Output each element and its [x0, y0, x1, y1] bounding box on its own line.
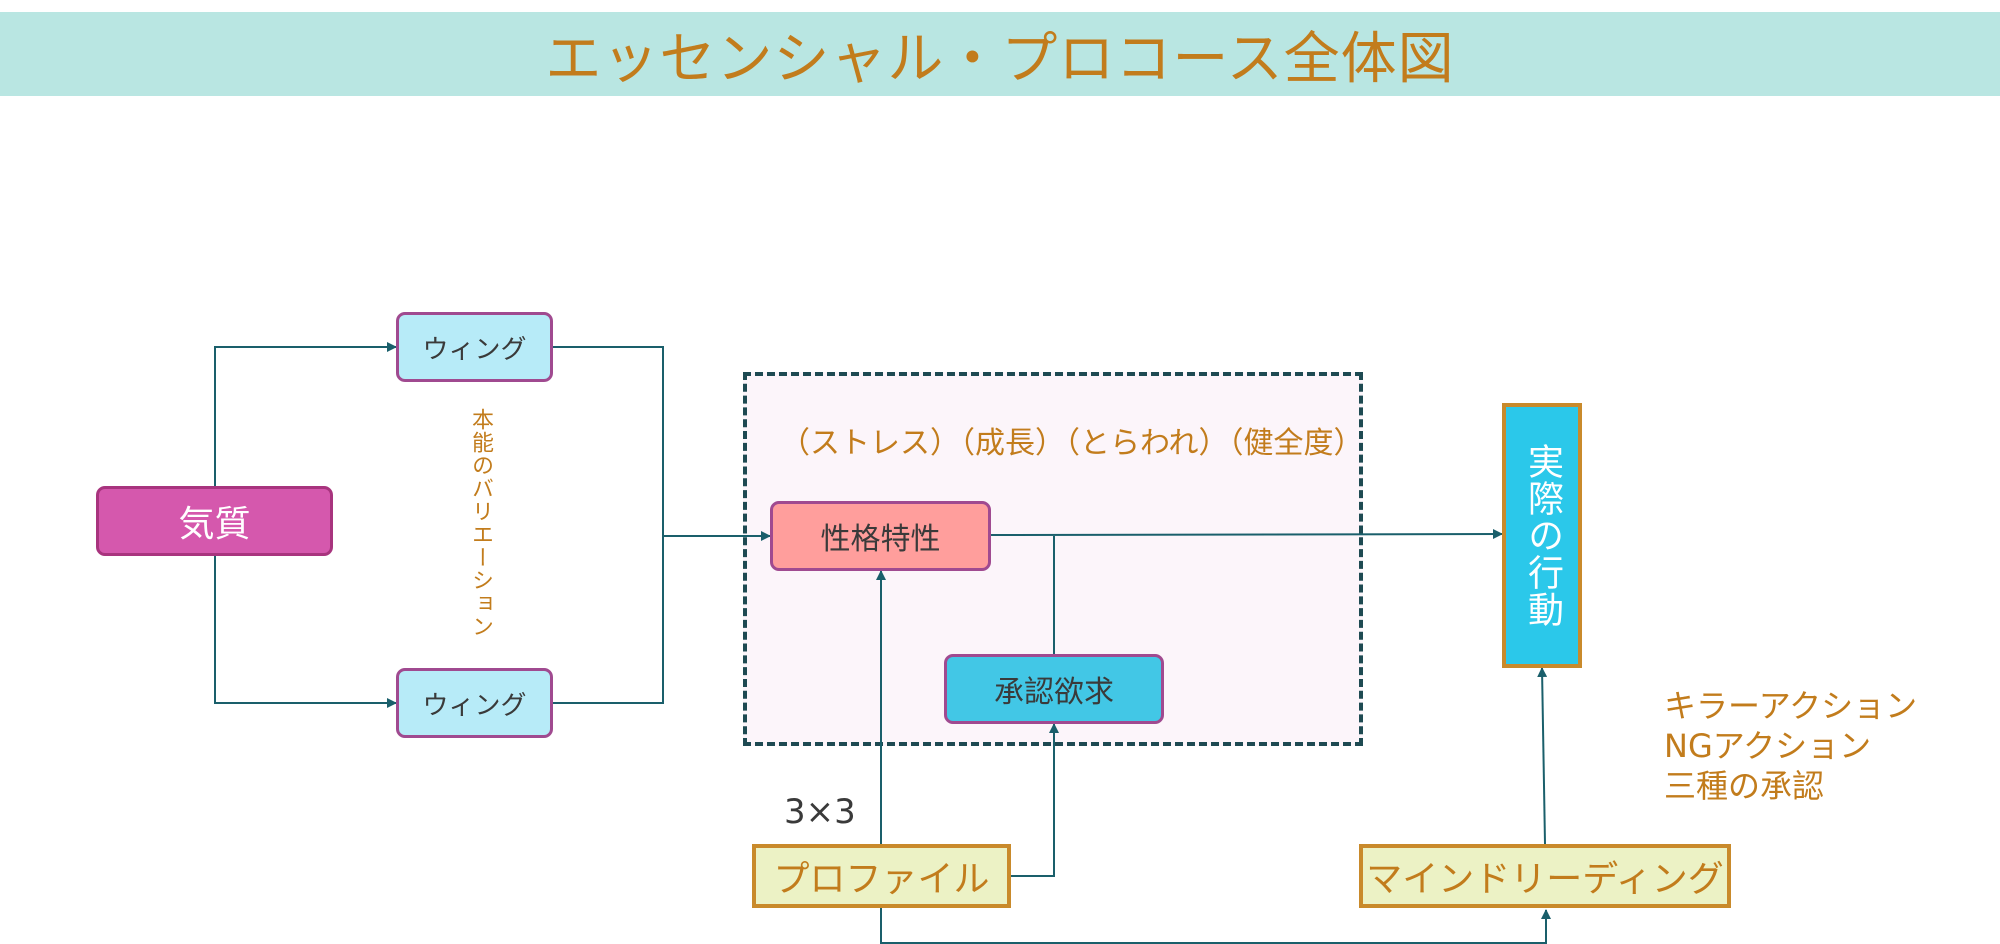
note-killer-action: キラーアクション — [1664, 687, 1918, 725]
note-three-approvals: 三種の承認 — [1664, 767, 1825, 805]
wing-bottom-link — [553, 536, 664, 704]
personality-trait-box: 性格特性 — [770, 501, 991, 571]
wing-top-label: ウィング — [422, 334, 527, 365]
profile-to-approval-arrow — [1011, 723, 1059, 877]
profile-label: プロファイル — [773, 859, 990, 900]
action-notes: キラーアクション NGアクション 三種の承認 — [1664, 686, 1917, 806]
temperament-label: 気質 — [178, 504, 251, 545]
personality-to-action-arrow — [990, 529, 1503, 540]
instinct-variation-label: 本能のバリエーション — [468, 408, 493, 638]
mind-reading-box: マインドリーディング — [1359, 844, 1731, 908]
temperament-box: 気質 — [96, 486, 333, 556]
approval-need-box: 承認欲求 — [944, 654, 1164, 724]
approval-need-label: 承認欲求 — [994, 675, 1114, 710]
kishitsu-to-wing-bottom-arrow — [214, 556, 397, 708]
factors-label: （ストレス）（成長）（とらわれ）（健全度） — [780, 426, 1364, 461]
title-bar: エッセンシャル・プロコース全体図 — [0, 12, 2000, 96]
actual-behavior-label: 実際の行動 — [1522, 443, 1563, 628]
three-by-three-label: 3×3 — [784, 792, 856, 832]
wing-top-box: ウィング — [396, 312, 553, 382]
wing-top-link — [553, 346, 664, 536]
note-ng-action: NGアクション — [1664, 727, 1872, 765]
kishitsu-to-wing-top-arrow — [214, 342, 397, 486]
personality-trait-label: 性格特性 — [820, 522, 941, 557]
mindreading-to-action-arrow — [1537, 667, 1548, 845]
wing-bottom-box: ウィング — [396, 668, 553, 738]
profile-box: プロファイル — [752, 844, 1011, 908]
mind-reading-label: マインドリーディング — [1366, 859, 1724, 900]
page-title: エッセンシャル・プロコース全体図 — [545, 26, 1455, 92]
actual-behavior-box: 実際の行動 — [1502, 403, 1582, 668]
wing-bottom-label: ウィング — [422, 690, 527, 721]
profile-to-mindreading-arrow — [880, 908, 1551, 944]
